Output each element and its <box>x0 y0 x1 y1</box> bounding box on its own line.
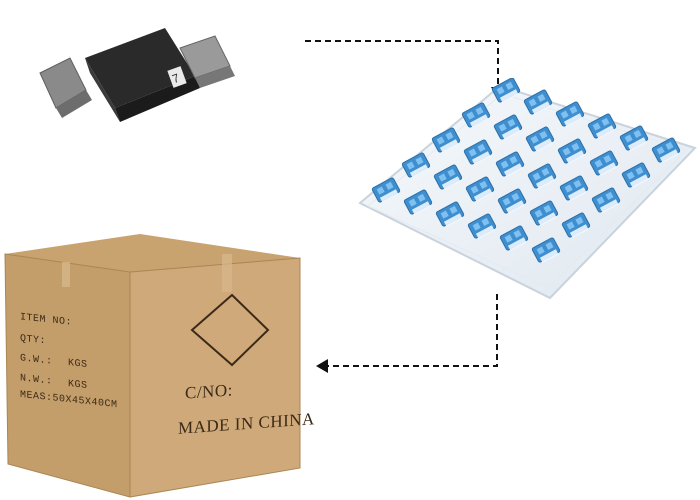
adapter-connector <box>401 152 431 179</box>
adapter-connector <box>587 113 617 140</box>
adapter-connector <box>561 212 591 239</box>
adapter-connector <box>591 187 621 214</box>
adapter-connector <box>651 137 681 164</box>
adapter-connector <box>435 201 465 228</box>
adapter-connector <box>621 162 651 189</box>
adapter-connector <box>463 139 493 166</box>
adapter-connector <box>529 200 559 227</box>
adapter-tray-photo <box>350 78 700 300</box>
dashed-arrow-left-icon <box>312 290 507 380</box>
svg-text:7: 7 <box>170 71 181 87</box>
adapter-connector <box>493 114 523 141</box>
adapter-connector <box>531 237 561 264</box>
adapter-connector <box>559 175 589 202</box>
adapter-connector <box>371 177 401 204</box>
adapter-connector <box>491 78 521 104</box>
adapter-connector <box>525 126 555 153</box>
adapter-connector <box>499 225 529 252</box>
adapter-connector <box>557 138 587 165</box>
connector-grid <box>371 78 681 264</box>
adapter-connector <box>433 164 463 191</box>
adapter-connector <box>403 189 433 216</box>
adapter-connector <box>461 102 491 129</box>
adapter-connector <box>619 125 649 152</box>
adapter-photo: 7 <box>30 18 240 133</box>
adapter-connector <box>523 89 553 116</box>
carton-cno: C/NO: <box>185 380 233 403</box>
adapter-connector <box>495 151 525 178</box>
adapter-connector <box>467 213 497 240</box>
adapter-connector <box>465 176 495 203</box>
adapter-connector <box>431 127 461 154</box>
adapter-connector <box>555 101 585 128</box>
carton-nw-unit: KGS <box>68 378 88 393</box>
adapter-connector <box>589 150 619 177</box>
shipping-carton-photo: ITEM NO: QTY: G.W.: KGS N.W.: KGS MEAS:5… <box>0 232 315 500</box>
adapter-connector <box>527 163 557 190</box>
carton-gw-unit: KGS <box>68 357 88 372</box>
adapter-connector <box>497 188 527 215</box>
